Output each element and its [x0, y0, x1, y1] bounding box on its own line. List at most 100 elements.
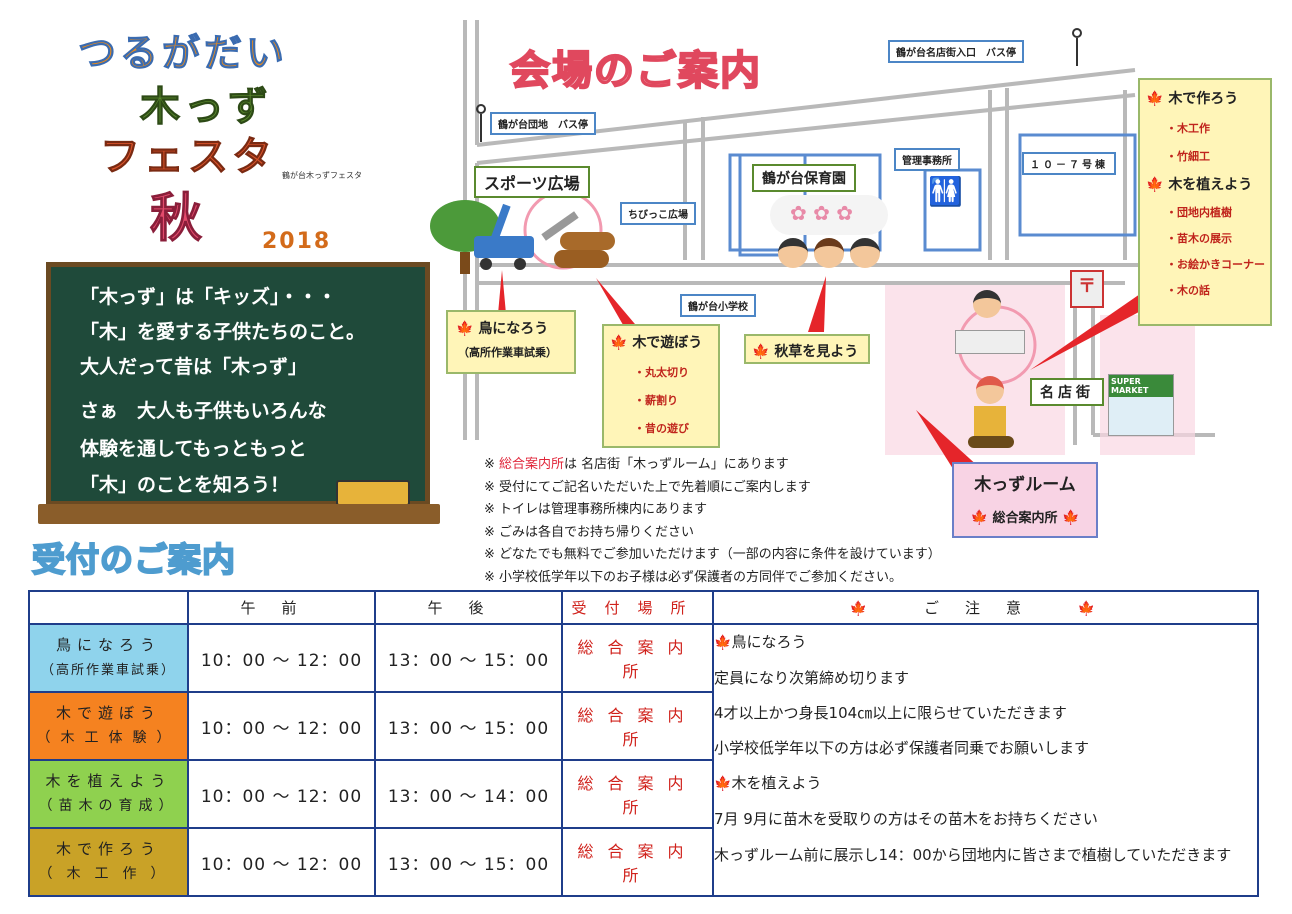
- logo-year: 2018: [262, 229, 332, 254]
- notes-list: ※ 総合案内所は 名店街「木っずルーム」にあります ※ 受付にてご記名いただいた…: [484, 454, 941, 589]
- header-caution: 🍁 ご注意 🍁: [712, 590, 1259, 625]
- shop-street-label: 名店街: [1030, 378, 1104, 406]
- supermarket-label: SUPER MARKET: [1109, 375, 1173, 397]
- supermarket-icon: SUPER MARKET: [1108, 374, 1174, 436]
- pm-time: 13：00 ～ 15：00: [374, 827, 563, 897]
- row-name: 木で遊ぼう: [55, 704, 161, 722]
- schedule-table: 午前 午後 受付場所 🍁 ご注意 🍁 鳥になろう （高所作業車試乗） 10：00…: [28, 590, 1259, 897]
- maple-leaf-icon: 🍁: [456, 321, 474, 337]
- row-sub: （苗木の育成）: [38, 798, 179, 814]
- table-row: 木で作ろう （木工作） 10：00 ～ 12：00 13：00 ～ 15：00 …: [28, 827, 1258, 897]
- maple-leaf-icon: 🍁: [1146, 177, 1164, 193]
- callout-asobo-title: 木で遊ぼう: [632, 335, 703, 351]
- board-line: 「木っず」は「キッズ」・・・: [80, 286, 337, 308]
- callout-tsukuro-item: ・竹細工: [1166, 150, 1210, 163]
- row-name-cell: 木で遊ぼう （木工体験）: [28, 691, 189, 761]
- bus-stop-icon: [476, 104, 486, 144]
- callout-tsukuro-title: 木で作ろう: [1168, 91, 1239, 107]
- header-pm: 午後: [374, 590, 563, 625]
- board-line: さぁ 大人も子供もいろんな: [80, 400, 327, 422]
- maple-leaf-icon: 🍁: [714, 776, 732, 792]
- row-name: 木を植えよう: [45, 772, 172, 790]
- header-am: 午前: [187, 590, 376, 625]
- am-time: 10：00 ～ 12：00: [187, 827, 376, 897]
- board-line: 「木」のことを知ろう！: [80, 474, 290, 496]
- row-name: 鳥になろう: [55, 636, 161, 654]
- pm-time: 13：00 ～ 15：00: [374, 623, 563, 693]
- board-line: 「木」を愛する子供たちのこと。: [80, 321, 366, 343]
- callout-akikusa-title: 秋草を見よう: [774, 344, 859, 360]
- row-name-cell: 木で作ろう （木工作）: [28, 827, 189, 897]
- callout-tori: 🍁 鳥になろう （高所作業車試乗）: [446, 310, 576, 374]
- table-row: 木で遊ぼう （木工体験） 10：00 ～ 12：00 13：00 ～ 15：00…: [28, 691, 1258, 761]
- maple-leaf-icon: 🍁: [1146, 91, 1164, 107]
- callout-tori-sub: （高所作業車試乗）: [458, 346, 557, 359]
- callout-pointers: [498, 270, 1150, 480]
- reception-place: 総合案内所: [561, 827, 714, 897]
- caution-line: 4才以上かつ身長104㎝以上に限らせていただきます: [714, 704, 1067, 722]
- callout-tsukuro: 🍁 木で作ろう ・木工作 ・竹細工 🍁 木を植えよう ・団地内植樹 ・苗木の展示…: [1138, 78, 1272, 326]
- chibikko-plaza-label: ちびっこ広場: [620, 202, 696, 225]
- callout-tsukuro-item: ・木工作: [1166, 122, 1210, 135]
- note-item: ※ 小学校低学年以下のお子様は必ず保護者の方同伴でご参加ください。: [484, 569, 903, 585]
- maple-leaf-icon: 🍁: [1062, 510, 1080, 526]
- caution-line: 定員になり次第締め切ります: [714, 669, 910, 687]
- blackboard: [46, 262, 430, 506]
- logo-line-2: 木っず: [140, 84, 272, 131]
- caution-cell: 🍁鳥になろう 定員になり次第締め切ります 4才以上かつ身長104㎝以上に限らせて…: [712, 623, 1259, 897]
- post-office-icon: 〒: [1070, 270, 1104, 308]
- reception-title: 受付のご案内: [31, 539, 236, 580]
- reception-place: 総合案内所: [561, 759, 714, 829]
- callout-asobo-item: ・丸太切り: [634, 366, 689, 379]
- craft-person-icon: [955, 290, 1025, 370]
- note-item: ※ トイレは管理事務所棟内にあります: [484, 502, 708, 517]
- am-time: 10：00 ～ 12：00: [187, 691, 376, 761]
- caution-line: 7月 9月に苗木を受取りの方はその苗木をお持ちください: [714, 810, 1098, 828]
- bus-stop-meitengai: 鶴が台名店街入口 バス停: [888, 40, 1024, 63]
- maple-leaf-icon: 🍁: [970, 510, 988, 526]
- planting-child-icon: [966, 376, 1016, 452]
- am-time: 10：00 ～ 12：00: [187, 623, 376, 693]
- callout-akikusa: 🍁 秋草を見よう: [744, 334, 870, 364]
- row-sub: （木工体験）: [36, 730, 181, 746]
- caution-line: 木を植えよう: [731, 774, 822, 792]
- am-time: 10：00 ～ 12：00: [187, 759, 376, 829]
- kizzu-room-subtitle: 総合案内所: [992, 511, 1058, 526]
- pm-time: 13：00 ～ 15：00: [374, 691, 563, 761]
- caution-line: 小学校低学年以下の方は必ず保護者同乗でお願いします: [714, 739, 1090, 757]
- row-sub: （高所作業車試乗）: [40, 663, 176, 678]
- caution-line: 木っずルーム前に展示し14：00から団地内に皆さまで植樹していただきます: [714, 846, 1232, 864]
- callout-tori-title: 鳥になろう: [478, 321, 549, 337]
- callout-asobo-item: ・昔の遊び: [634, 422, 689, 435]
- office-label: 管理事務所: [894, 148, 960, 171]
- building-label: １０－７号棟: [1022, 152, 1116, 175]
- kizzu-room-title: 木っずルーム: [974, 475, 1076, 495]
- children-icon: [778, 238, 882, 278]
- row-name: 木で作ろう: [55, 840, 161, 858]
- flowers-icon: ✿ ✿ ✿: [770, 195, 888, 235]
- eraser-icon: [336, 480, 410, 506]
- callout-ueyo-item: ・団地内植樹: [1166, 206, 1232, 219]
- callout-asobo: 🍁 木で遊ぼう ・丸太切り ・薪割り ・昔の遊び: [602, 324, 720, 448]
- board-line: 体験を通してもっともっと: [80, 438, 307, 460]
- callout-ueyo-item: ・木の話: [1166, 284, 1210, 297]
- logo-line-3: フェスタ: [100, 134, 276, 181]
- maple-leaf-icon: 🍁: [849, 601, 894, 617]
- bus-stop-danchi: 鶴が台団地 バス停: [490, 112, 596, 135]
- sports-plaza-label: スポーツ広場: [474, 166, 590, 198]
- callout-asobo-item: ・薪割り: [634, 394, 678, 407]
- note-item: ※ 総合案内所は 名店街「木っずルーム」にあります: [484, 457, 789, 472]
- callout-ueyo-title: 木を植えよう: [1168, 177, 1253, 193]
- table-header-row: 午前 午後 受付場所 🍁 ご注意 🍁: [28, 590, 1259, 625]
- maple-leaf-icon: 🍁: [752, 344, 770, 360]
- board-ledge: [38, 504, 440, 524]
- map-title: 会場のご案内: [509, 47, 762, 95]
- pm-time: 13：00 ～ 14：00: [374, 759, 563, 829]
- row-sub: （木工作）: [38, 866, 179, 882]
- callout-ueyo-item: ・お絵かきコーナー: [1166, 258, 1265, 271]
- logo-subtitle: 鶴が台木っずフェスタ: [282, 171, 362, 180]
- crane-truck-icon: [472, 196, 538, 276]
- maple-leaf-icon: 🍁: [610, 335, 628, 351]
- note-item: ※ どなたでも無料でご参加いただけます（一部の内容に条件を設けています）: [484, 547, 941, 562]
- bus-stop-icon: [1072, 28, 1082, 68]
